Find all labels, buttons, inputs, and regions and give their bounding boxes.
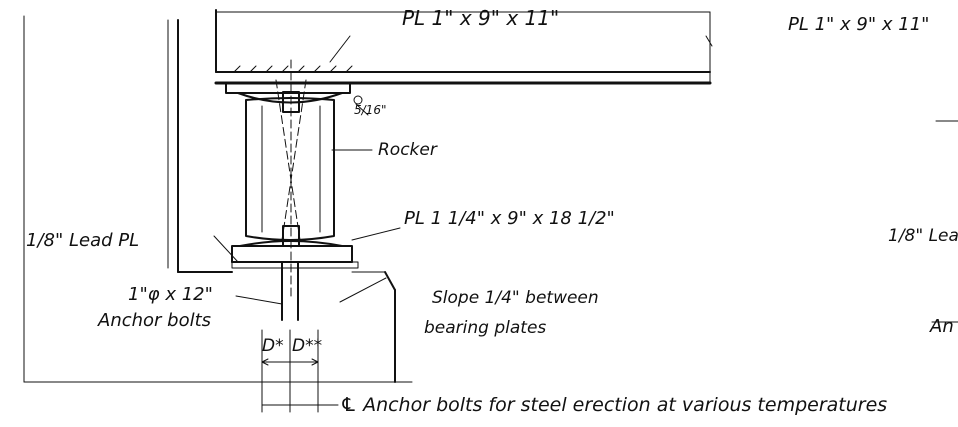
anchor-size-label: 1"φ x 12" [128,284,213,305]
abutment-outline [23,15,413,383]
weld-size-label: 5/16" [354,103,387,117]
top-plate-label: PL 1" x 9" x 11" [402,6,560,30]
top-plate-right-label: PL 1" x 9" x 11" [788,14,930,35]
lead-plate-right-label: 1/8" Lea [888,226,958,246]
top-bearing-plate [225,35,369,116]
dimension-d-right: D** [292,336,323,356]
slope-leader [339,277,387,303]
rocker [245,59,373,301]
centerline-note: ℄ Anchor bolts for steel erection at var… [340,394,888,416]
bottom-plate-label: PL 1 1/4" x 9" x 18 1/2" [404,208,615,229]
bottom-bearing-plate [213,227,401,269]
right-partial-view [931,120,958,323]
rocker-label: Rocker [378,140,437,160]
anchor-bolt [235,261,299,321]
anchor-bolts-label: Anchor bolts [98,310,212,331]
dimension-d-left: D* [262,336,284,356]
slope-label-line1: Slope 1/4" between [432,288,599,308]
dimension-lines [261,329,339,413]
slope-label-line2: bearing plates [424,318,547,338]
lead-plate-label: 1/8" Lead PL [26,230,140,251]
anchor-bolts-right-label: An [930,316,954,337]
